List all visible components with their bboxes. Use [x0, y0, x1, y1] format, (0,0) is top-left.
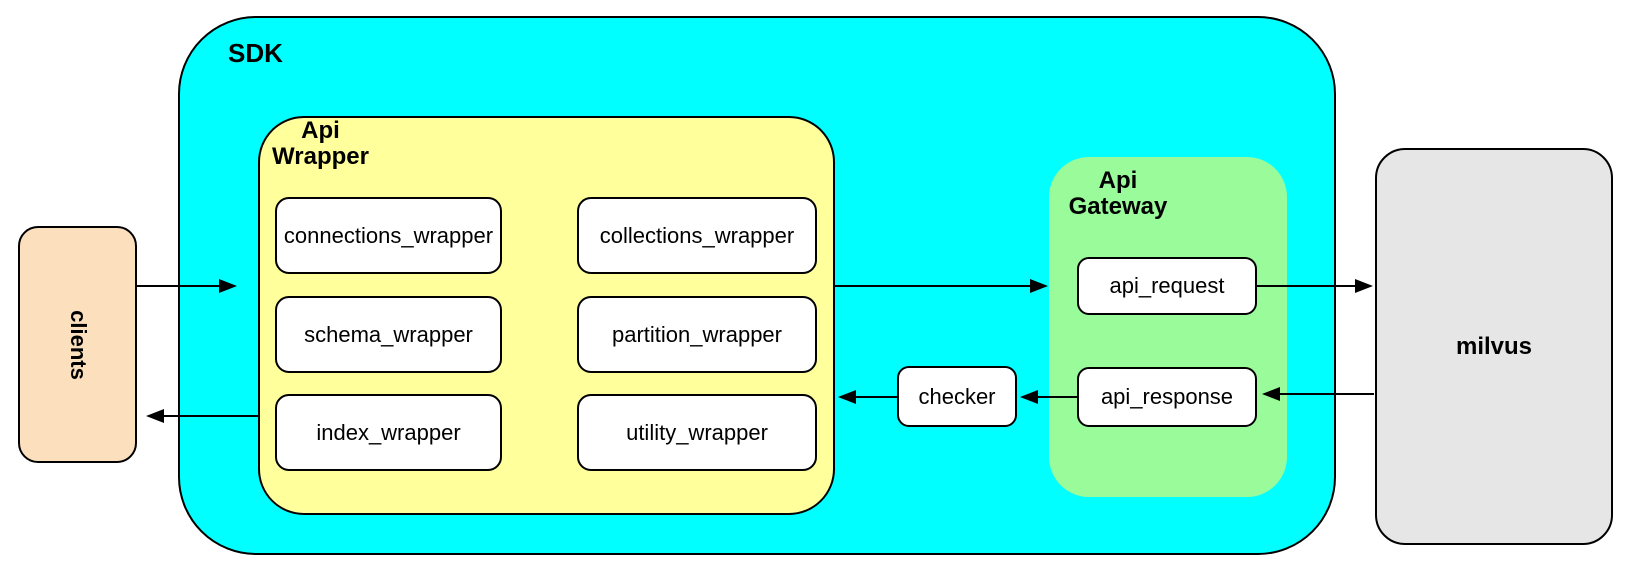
arrow-line — [1038, 396, 1077, 398]
node-schema-wrapper: schema_wrapper — [275, 296, 502, 373]
arrow-line — [1280, 393, 1374, 395]
arrow-line — [137, 285, 219, 287]
api-wrapper-label: Api Wrapper — [272, 117, 369, 170]
arrow-milvus-to-api-response — [1262, 387, 1374, 401]
node-label: checker — [918, 383, 996, 409]
node-label: api_request — [1109, 273, 1225, 298]
node-label: connections_wrapper — [283, 222, 494, 248]
sdk-label: SDK — [228, 38, 283, 68]
node-label: schema_wrapper — [304, 321, 473, 347]
arrowhead-left-icon — [1262, 387, 1280, 401]
arrow-api-request-to-milvus — [1257, 279, 1373, 293]
clients-label: clients — [65, 309, 91, 380]
node-utility-wrapper: utility_wrapper — [577, 394, 817, 471]
arrow-checker-to-api-wrapper — [838, 390, 897, 404]
arrow-clients-to-sdk — [137, 279, 237, 293]
api-gateway-label: Api Gateway — [1068, 167, 1168, 220]
arrow-api-wrapper-to-clients — [146, 409, 258, 423]
node-api-request: api_request — [1077, 257, 1257, 315]
node-label: utility_wrapper — [626, 419, 768, 445]
node-collections-wrapper: collections_wrapper — [577, 197, 817, 274]
node-api-gateway — [1049, 157, 1287, 497]
node-api-response: api_response — [1077, 367, 1257, 427]
node-label: api_response — [1100, 384, 1234, 409]
node-partition-wrapper: partition_wrapper — [577, 296, 817, 373]
arrowhead-right-icon — [219, 279, 237, 293]
arrowhead-right-icon — [1355, 279, 1373, 293]
arrowhead-left-icon — [146, 409, 164, 423]
arrowhead-right-icon — [1030, 279, 1048, 293]
arrow-line — [856, 396, 897, 398]
arrowhead-left-icon — [838, 390, 856, 404]
arrow-line — [164, 415, 258, 417]
arrow-line — [835, 285, 1030, 287]
node-label: index_wrapper — [316, 419, 461, 445]
milvus-label: milvus — [1455, 332, 1533, 360]
arrow-api-response-to-checker — [1020, 390, 1077, 404]
node-label: partition_wrapper — [612, 321, 782, 347]
arrow-line — [1257, 285, 1355, 287]
node-clients: clients — [18, 226, 137, 463]
arrow-api-wrapper-to-api-gateway — [835, 279, 1048, 293]
arrowhead-left-icon — [1020, 390, 1038, 404]
node-checker: checker — [897, 366, 1017, 427]
node-connections-wrapper: connections_wrapper — [275, 197, 502, 274]
node-milvus: milvus — [1375, 148, 1613, 545]
node-index-wrapper: index_wrapper — [275, 394, 502, 471]
node-label: collections_wrapper — [599, 222, 795, 248]
